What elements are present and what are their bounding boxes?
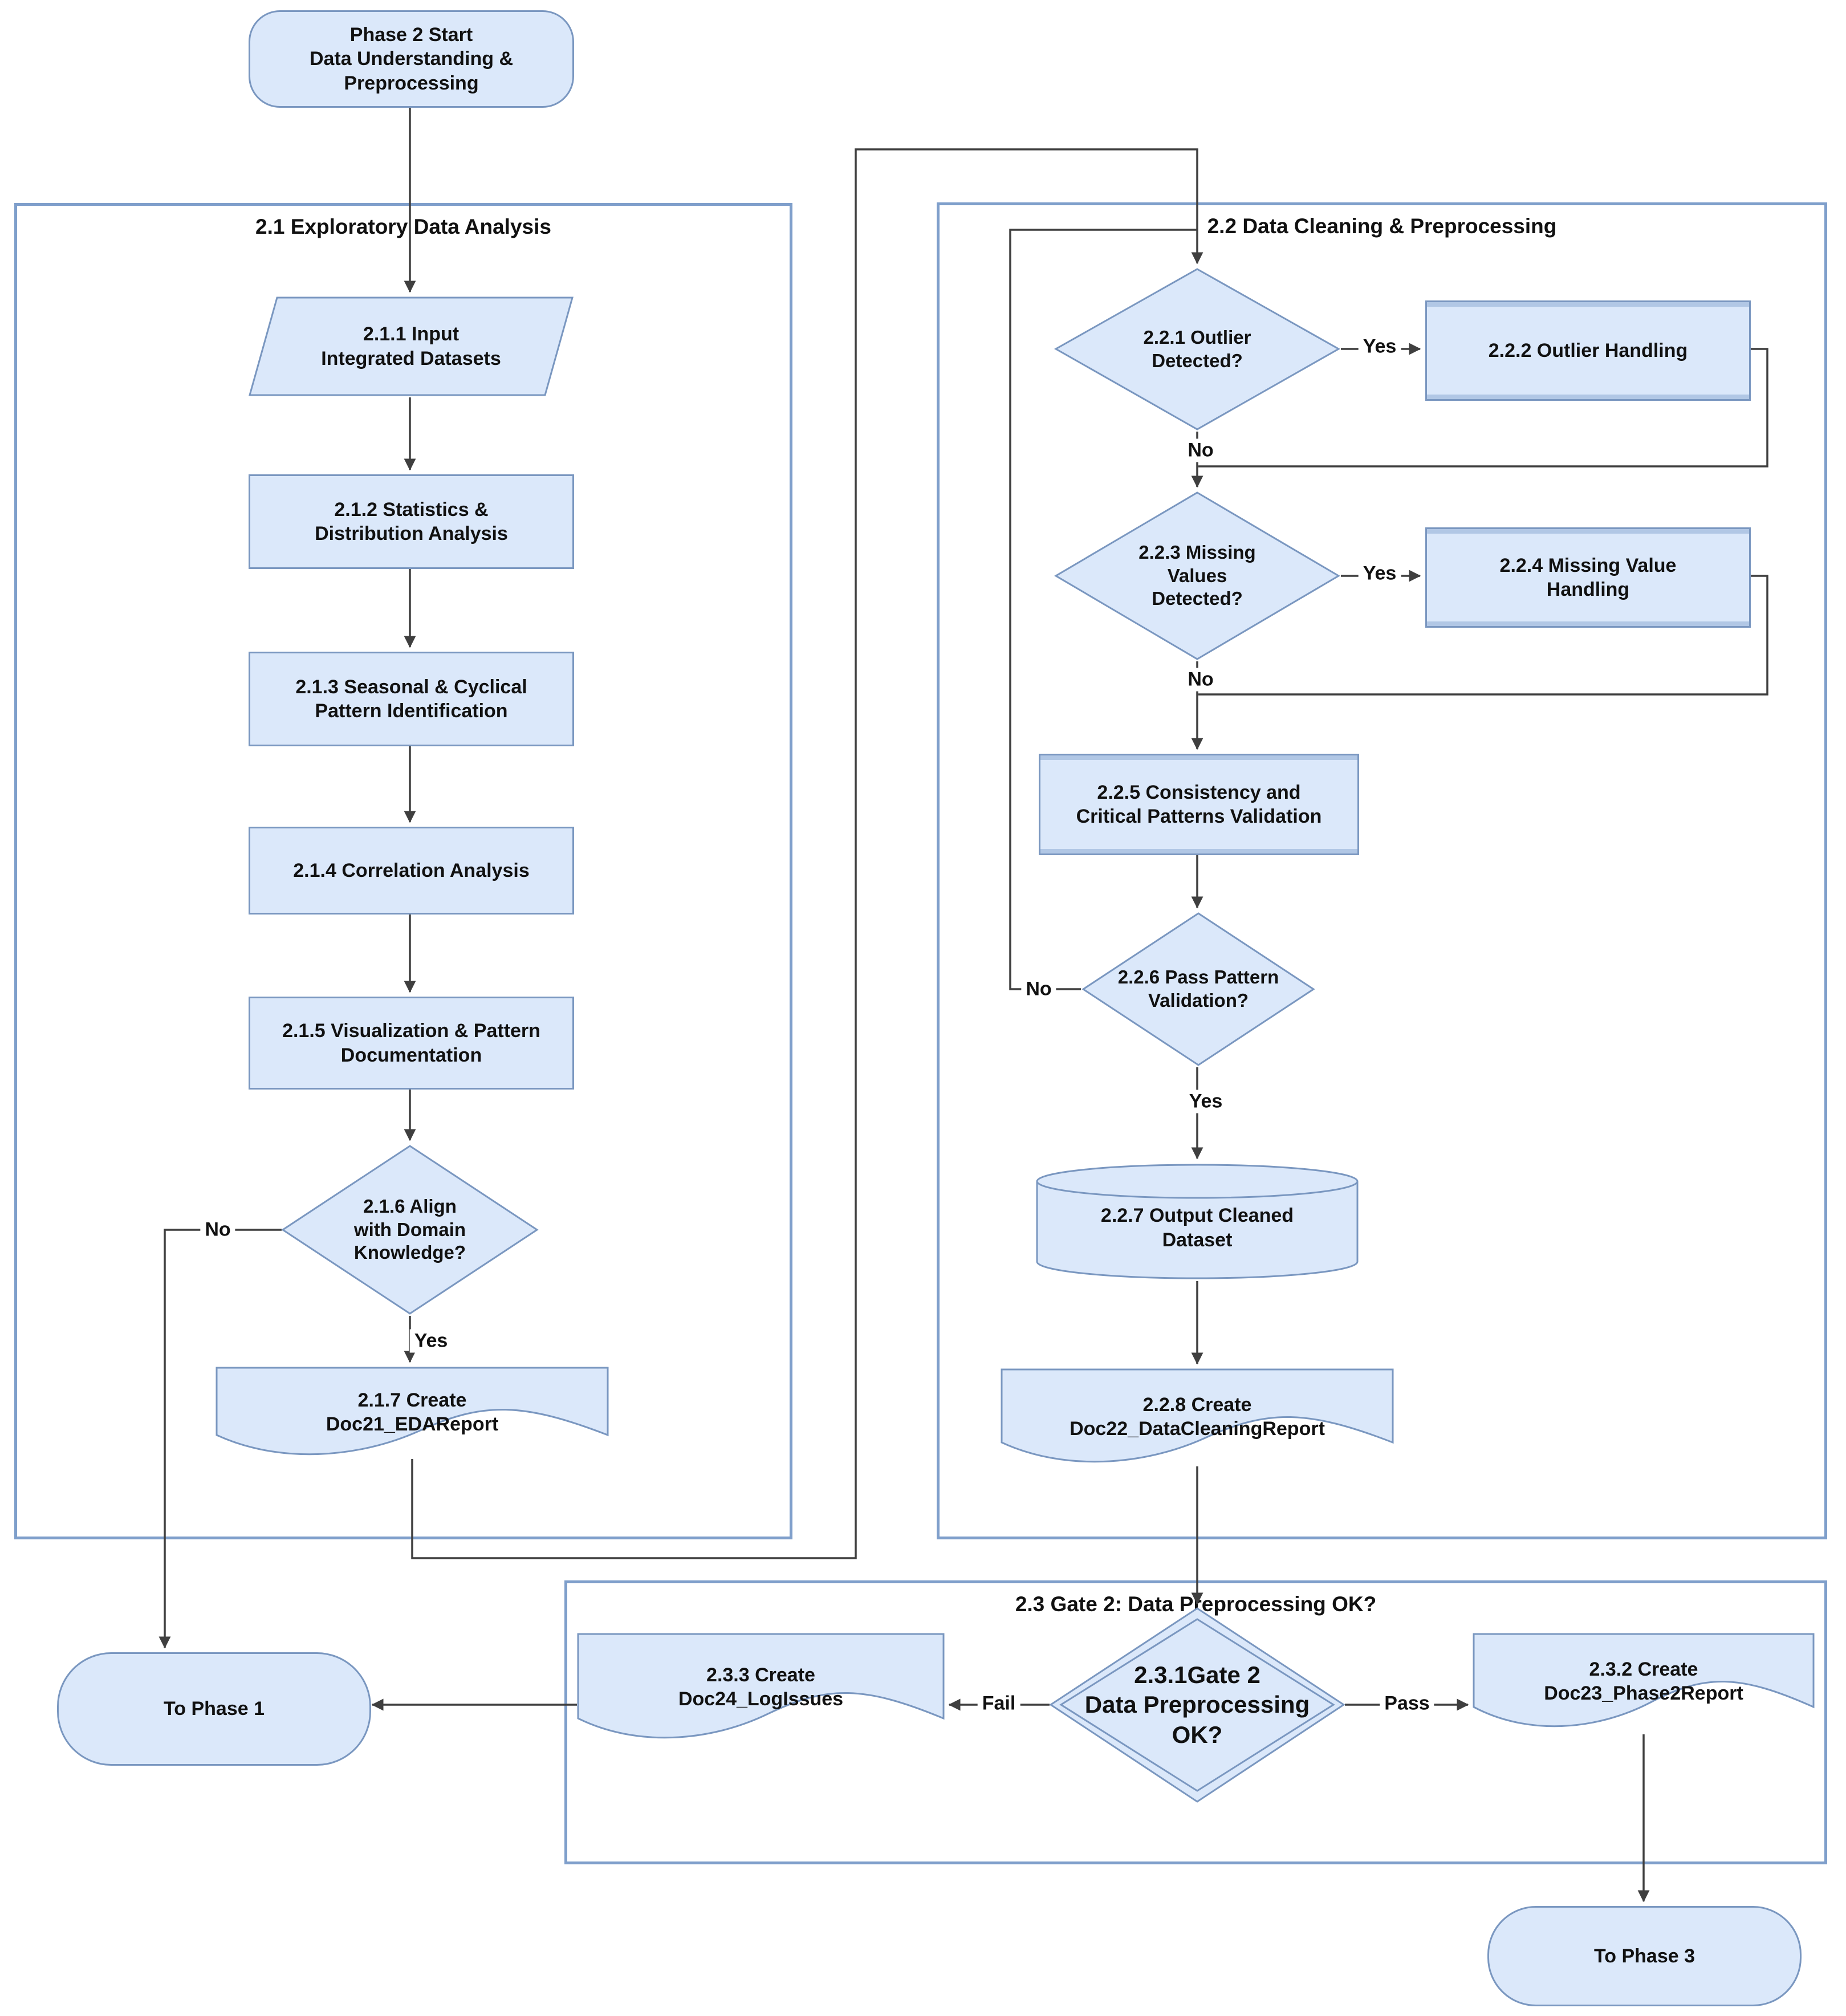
edge-label-226-no: No — [1021, 977, 1056, 1001]
group-2-2-label: 2.2 Data Cleaning & Preprocessing — [1207, 214, 1557, 238]
diamond-shape — [1054, 491, 1340, 660]
node-label: 2.3.3 Create Doc24_LogIssues — [678, 1664, 844, 1710]
node-label: 2.2.4 Missing Value Handling — [1499, 554, 1677, 600]
node-2-1-3-seasonal-cyclical-pattern: 2.1.3 Seasonal & Cyclical Pattern Identi… — [249, 652, 574, 746]
node-label: 2.1.6 Align with Domain Knowledge? — [353, 1195, 466, 1263]
edge-224-loop-merge — [1198, 575, 1768, 696]
edge-label-216-yes: Yes — [409, 1329, 453, 1353]
edge-222-loop-merge — [1198, 348, 1768, 468]
node-2-1-7-create-doc21-edareport: 2.1.7 Create Doc21_EDAReport — [215, 1367, 609, 1458]
edge-label-216-no: No — [200, 1218, 235, 1242]
node-2-1-6-align-domain-knowledge-decision: 2.1.6 Align with Domain Knowledge? — [281, 1145, 539, 1315]
node-label: 2.1.7 Create Doc21_EDAReport — [326, 1389, 499, 1435]
node-2-2-8-create-doc22-datacleaningreport: 2.2.8 Create Doc22_DataCleaningReport — [1001, 1368, 1394, 1465]
node-2-1-4-correlation-analysis: 2.1.4 Correlation Analysis — [249, 827, 574, 914]
node-label: To Phase 1 — [164, 1698, 265, 1720]
node-label: To Phase 3 — [1594, 1945, 1695, 1967]
group-2-1-exploratory-data-analysis: 2.1 Exploratory Data Analysis — [14, 203, 792, 1539]
node-label: 2.2.6 Pass Pattern Validation? — [1117, 966, 1279, 1011]
node-2-2-1-outlier-detected-decision: 2.2.1 Outlier Detected? — [1054, 268, 1341, 430]
node-label: 2.1.2 Statistics & Distribution Analysis — [315, 498, 508, 544]
node-label: 2.2.2 Outlier Handling — [1488, 339, 1688, 361]
node-2-3-1-gate-2-decision: 2.3.1Gate 2 Data Preprocessing OK? — [1049, 1607, 1345, 1803]
parallelogram-shape — [249, 296, 574, 396]
node-label: 2.2.7 Output Cleaned Dataset — [1100, 1205, 1294, 1251]
document-shape — [1473, 1633, 1815, 1728]
edge-label-231-pass: Pass — [1380, 1692, 1434, 1716]
edge-label-231-fail: Fail — [977, 1692, 1020, 1716]
node-2-1-5-visualization-pattern-documentation: 2.1.5 Visualization & Pattern Documentat… — [249, 997, 574, 1090]
edge-label-221-yes: Yes — [1358, 335, 1401, 359]
node-2-1-1-input-integrated-datasets: 2.1.1 Input Integrated Datasets — [249, 296, 574, 396]
node-2-2-5-consistency-critical-patterns-validation: 2.2.5 Consistency and Critical Patterns … — [1039, 754, 1359, 855]
node-label: Phase 2 Start Data Understanding & Prepr… — [309, 24, 514, 94]
node-label: 2.3.2 Create Doc23_Phase2Report — [1544, 1658, 1743, 1704]
edge-label-223-yes: Yes — [1358, 562, 1401, 586]
node-to-phase-3: To Phase 3 — [1487, 1906, 1802, 2006]
edge-216-no-to-phase1 — [158, 1229, 282, 1649]
node-phase2-start: Phase 2 Start Data Understanding & Prepr… — [249, 10, 574, 108]
node-label: 2.2.8 Create Doc22_DataCleaningReport — [1070, 1393, 1325, 1440]
node-2-1-2-statistics-distribution-analysis: 2.1.2 Statistics & Distribution Analysis — [249, 474, 574, 569]
document-shape — [215, 1367, 609, 1456]
node-2-3-2-create-doc23-phase2report: 2.3.2 Create Doc23_Phase2Report — [1473, 1633, 1815, 1730]
diamond-shape — [281, 1145, 539, 1315]
node-label: 2.1.3 Seasonal & Cyclical Pattern Identi… — [295, 676, 527, 722]
group-2-1-label: 2.1 Exploratory Data Analysis — [255, 215, 551, 238]
document-shape — [1001, 1368, 1394, 1463]
edge-label-226-yes: Yes — [1184, 1090, 1227, 1113]
node-label: 2.1.4 Correlation Analysis — [293, 859, 530, 881]
node-label: 2.1.5 Visualization & Pattern Documentat… — [282, 1020, 540, 1066]
diamond-shape — [1081, 912, 1315, 1066]
node-2-2-2-outlier-handling: 2.2.2 Outlier Handling — [1425, 300, 1751, 401]
node-2-3-3-create-doc24-logissues: 2.3.3 Create Doc24_LogIssues — [577, 1633, 945, 1741]
node-label: 2.3.1Gate 2 Data Preprocessing OK? — [1084, 1661, 1310, 1748]
node-2-2-3-missing-values-decision: 2.2.3 Missing Values Detected? — [1054, 491, 1340, 660]
node-2-2-7-output-cleaned-dataset: 2.2.7 Output Cleaned Dataset — [1035, 1163, 1359, 1280]
edge-label-223-no: No — [1183, 668, 1218, 692]
node-label: 2.2.3 Missing Values Detected? — [1138, 541, 1256, 609]
node-2-2-4-missing-value-handling: 2.2.4 Missing Value Handling — [1425, 527, 1751, 628]
edge-label-221-no: No — [1183, 438, 1218, 462]
group-2-2-data-cleaning-preprocessing: 2.2 Data Cleaning & Preprocessing — [937, 202, 1827, 1539]
node-label: 2.1.1 Input Integrated Datasets — [321, 323, 501, 369]
node-to-phase-1: To Phase 1 — [57, 1652, 371, 1766]
edge-217-to-221 — [411, 148, 1203, 1559]
node-label: 2.2.5 Consistency and Critical Patterns … — [1076, 781, 1322, 827]
double-diamond-shape — [1049, 1607, 1345, 1803]
cylinder-shape — [1036, 1164, 1359, 1279]
document-shape — [577, 1633, 945, 1739]
node-2-2-6-pass-pattern-validation-decision: 2.2.6 Pass Pattern Validation? — [1081, 912, 1315, 1066]
diamond-shape — [1054, 268, 1341, 430]
node-label: 2.2.1 Outlier Detected? — [1143, 326, 1251, 371]
